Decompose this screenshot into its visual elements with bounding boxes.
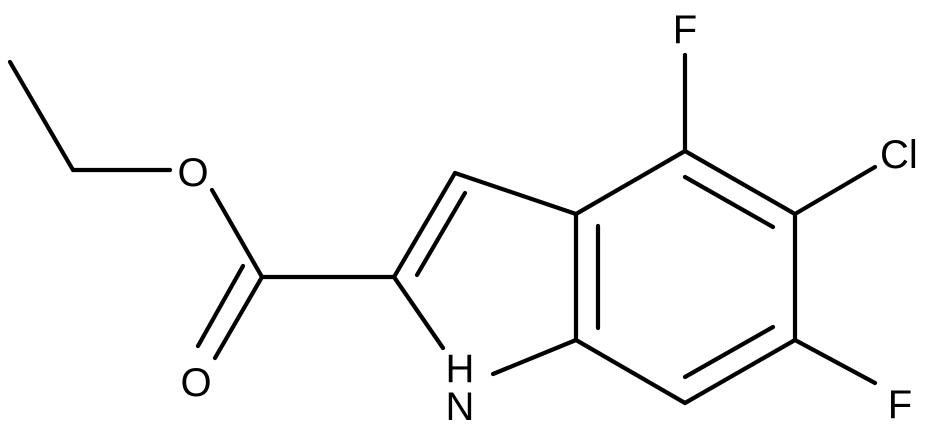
- c3a-c4-bond: [573, 148, 688, 217]
- c2-n1-bond: [391, 274, 446, 351]
- c6-c7-double-bond-inner: [682, 324, 776, 380]
- nitrogen-atom-label: N: [446, 385, 475, 429]
- ester-oxygen-atom: O: [177, 151, 208, 195]
- atom-labels: F Cl F O O H N: [177, 8, 917, 429]
- n1-c7a-bond: [490, 337, 579, 377]
- c4-c5-double-bond-inner: [682, 174, 776, 230]
- chlorine-atom: Cl: [880, 133, 918, 177]
- c6-c7-double-bond-outer: [682, 337, 798, 406]
- c2-c3-double-bond-inner: [414, 190, 468, 278]
- carbonyl-double-bond-inner: [195, 263, 246, 349]
- ethyl-ch3-ch2-bond: [7, 59, 76, 173]
- c5-chlorine-bond: [792, 164, 878, 217]
- c6-fluorine-bond: [792, 337, 878, 386]
- fluorine-atom-bottom: F: [888, 383, 912, 427]
- bonds: [7, 52, 878, 406]
- c4-c5-double-bond-outer: [682, 148, 798, 217]
- fluorine-atom-top: F: [673, 8, 697, 52]
- c3-c3a-bond: [452, 170, 579, 217]
- nitrogen-hydrogen-label: H: [446, 347, 475, 391]
- carbonyl-oxygen-atom: O: [180, 361, 211, 405]
- ester-oxygen-carbonyl-carbon-bond: [209, 187, 265, 280]
- c2-c3-double-bond-outer: [391, 170, 458, 280]
- c7-c7a-bond: [573, 337, 688, 406]
- carbonyl-double-bond-outer: [212, 274, 265, 361]
